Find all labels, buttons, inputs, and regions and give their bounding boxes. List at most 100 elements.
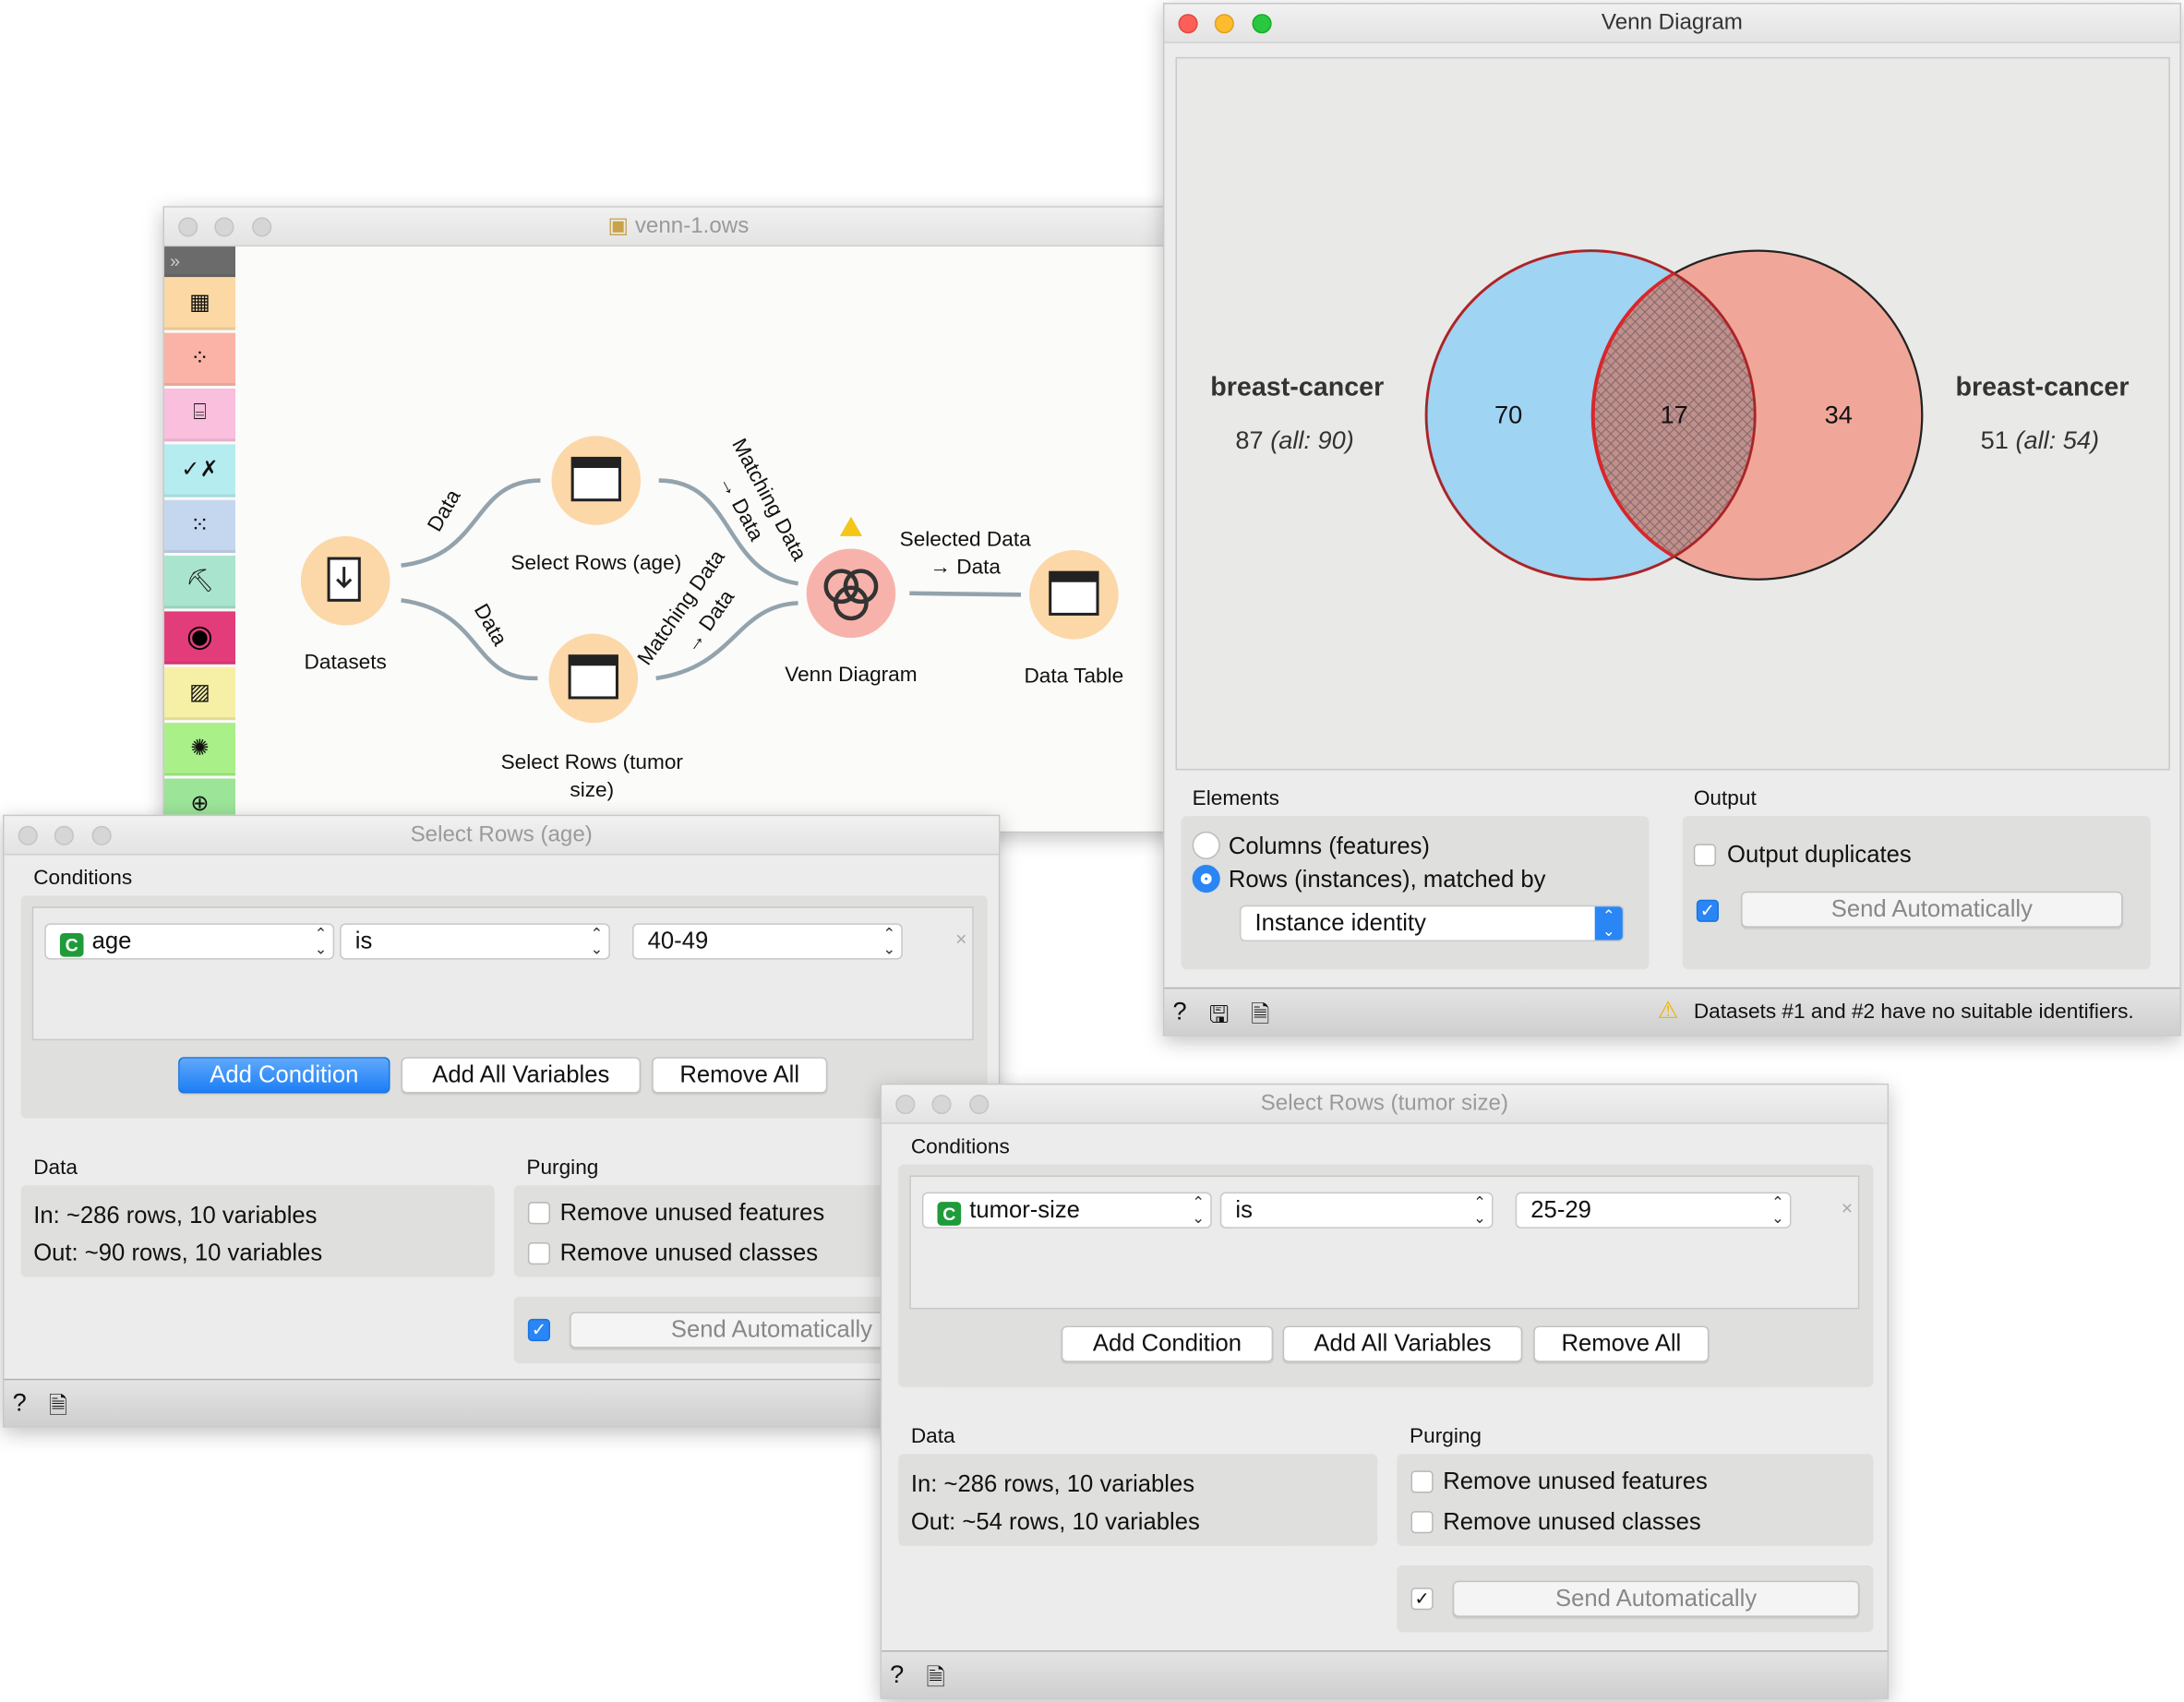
help-icon[interactable]: ?	[890, 1660, 905, 1688]
data-icon[interactable]: ▦	[164, 277, 236, 330]
data-in: In: ~286 rows, 10 variables	[33, 1202, 318, 1229]
report-icon[interactable]: 🗎	[926, 1664, 946, 1691]
send-automatically-button[interactable]: Send Automatically	[1452, 1580, 1860, 1617]
camera-icon[interactable]: ◉	[164, 611, 236, 665]
add-all-variables-button[interactable]: Add All Variables	[401, 1057, 642, 1094]
model-icon[interactable]: ⌸	[164, 388, 236, 442]
columns-radio[interactable]	[1192, 831, 1220, 859]
age-title: Select Rows (age)	[410, 822, 593, 847]
send-auto-checkbox[interactable]: ✓	[527, 1318, 551, 1342]
data-label: Data	[33, 1156, 78, 1181]
help-icon[interactable]: ?	[1172, 997, 1187, 1025]
match-by-value: Instance identity	[1254, 909, 1426, 936]
remove-condition-icon[interactable]: ×	[955, 927, 967, 951]
venn-status-bar: ? 🖫 🗎 ⚠ Datasets #1 and #2 have no suita…	[1164, 987, 2180, 1036]
add-all-variables-button[interactable]: Add All Variables	[1282, 1325, 1523, 1362]
status-message: Datasets #1 and #2 have no suitable iden…	[1693, 1000, 2134, 1025]
close-button[interactable]	[178, 217, 198, 237]
minimize-button[interactable]	[54, 825, 74, 845]
remove-all-button[interactable]: Remove All	[1533, 1325, 1710, 1362]
categorical-icon: C	[937, 1202, 962, 1226]
left-set-count: 87	[1235, 426, 1264, 454]
minimize-button[interactable]	[214, 217, 234, 237]
output-duplicates-label: Output duplicates	[1727, 841, 1912, 869]
data-out: Out: ~54 rows, 10 variables	[910, 1508, 1200, 1535]
link-datasets-age	[401, 478, 541, 568]
region-right-count: 34	[1825, 401, 1853, 429]
operator-select[interactable]: is⌃⌄	[340, 923, 610, 960]
prototypes-icon[interactable]: ⛏	[164, 556, 236, 609]
venn-titlebar: Venn Diagram	[1164, 4, 2180, 43]
node-label-select-tumor: Select Rows (tumor	[501, 750, 684, 773]
node-label-select-tumor-2: size)	[570, 778, 614, 801]
send-auto-checkbox[interactable]: ✓	[1696, 899, 1719, 922]
purging-label: Purging	[1410, 1424, 1482, 1449]
zoom-button[interactable]	[91, 825, 112, 845]
remove-classes-checkbox[interactable]	[1410, 1511, 1434, 1534]
output-duplicates-checkbox[interactable]	[1693, 844, 1716, 867]
node-label-select-age: Select Rows (age)	[510, 551, 681, 574]
report-icon[interactable]: 🗎	[1250, 1001, 1270, 1028]
network-icon[interactable]: ✺	[164, 723, 236, 776]
help-icon[interactable]: ?	[12, 1388, 27, 1417]
add-condition-button[interactable]: Add Condition	[178, 1057, 390, 1094]
send-automatically-button[interactable]: Send Automatically	[1741, 891, 2123, 928]
remove-features-checkbox[interactable]	[527, 1202, 551, 1225]
node-label-venn: Venn Diagram	[785, 663, 917, 686]
node-label-data-table: Data Table	[1024, 664, 1123, 687]
zoom-button[interactable]	[252, 217, 272, 237]
remove-features-checkbox[interactable]	[1410, 1470, 1434, 1493]
right-set-count-row: 51 (all: 54)	[1981, 426, 2099, 456]
remove-classes-checkbox[interactable]	[527, 1241, 551, 1265]
link-label: → Data	[930, 556, 1001, 579]
right-set-name: breast-cancer	[1955, 373, 2130, 403]
remove-classes-label: Remove unused classes	[1443, 1508, 1701, 1535]
minimize-button[interactable]	[931, 1094, 952, 1115]
right-set-all: (all: 54)	[2015, 426, 2100, 454]
send-auto-checkbox[interactable]: ✓	[1410, 1588, 1434, 1611]
expand-toolbox-button[interactable]: »	[164, 246, 236, 278]
report-icon[interactable]: 🗎	[48, 1392, 68, 1420]
evaluate-icon[interactable]: ✓✗	[164, 444, 236, 497]
conditions-label: Conditions	[33, 866, 133, 891]
image-icon[interactable]: ▨	[164, 666, 236, 721]
operator-select[interactable]: is⌃⌄	[1219, 1192, 1494, 1229]
elements-box: Columns (features) Rows (instances), mat…	[1181, 816, 1650, 970]
minimize-button[interactable]	[1214, 14, 1234, 34]
rows-radio[interactable]	[1192, 865, 1220, 893]
columns-label: Columns (features)	[1228, 833, 1430, 859]
operator-value: is	[1235, 1196, 1253, 1223]
zoom-button[interactable]	[969, 1094, 990, 1115]
node-data-table	[1029, 550, 1119, 640]
add-condition-button[interactable]: Add Condition	[1061, 1325, 1274, 1362]
remove-all-button[interactable]: Remove All	[652, 1057, 828, 1094]
categorical-icon: C	[59, 932, 84, 957]
match-by-select[interactable]: Instance identity ⌃⌄	[1239, 905, 1625, 942]
link-datasets-tumor	[401, 598, 538, 681]
remove-features-label: Remove unused features	[559, 1199, 825, 1226]
data-label: Data	[910, 1424, 955, 1449]
close-button[interactable]	[18, 825, 38, 845]
link-label: Data	[423, 485, 465, 535]
canvas-title: venn-1.ows	[634, 214, 750, 239]
close-button[interactable]	[895, 1094, 916, 1115]
visualize-icon[interactable]: ⁘	[164, 332, 236, 386]
canvas-window: ▣ venn-1.ows » ▦ ⁘ ⌸ ✓✗ ⁙ ⛏ ◉ ▨ ✺ ⊕ Data…	[162, 206, 1194, 833]
age-status-bar: ? 🗎	[4, 1378, 999, 1427]
value-select[interactable]: 25-29⌃⌄	[1515, 1192, 1792, 1229]
save-icon[interactable]: 🖫	[1208, 1001, 1230, 1028]
value-select[interactable]: 40-49⌃⌄	[632, 923, 903, 960]
zoom-button[interactable]	[1252, 14, 1272, 34]
left-set-count-row: 87 (all: 90)	[1235, 426, 1353, 456]
unsupervised-icon[interactable]: ⁙	[164, 499, 236, 554]
remove-condition-icon[interactable]: ×	[1841, 1196, 1854, 1219]
tumor-title: Select Rows (tumor size)	[1260, 1091, 1508, 1116]
close-button[interactable]	[1178, 14, 1198, 34]
link-tumor-venn	[655, 601, 798, 681]
